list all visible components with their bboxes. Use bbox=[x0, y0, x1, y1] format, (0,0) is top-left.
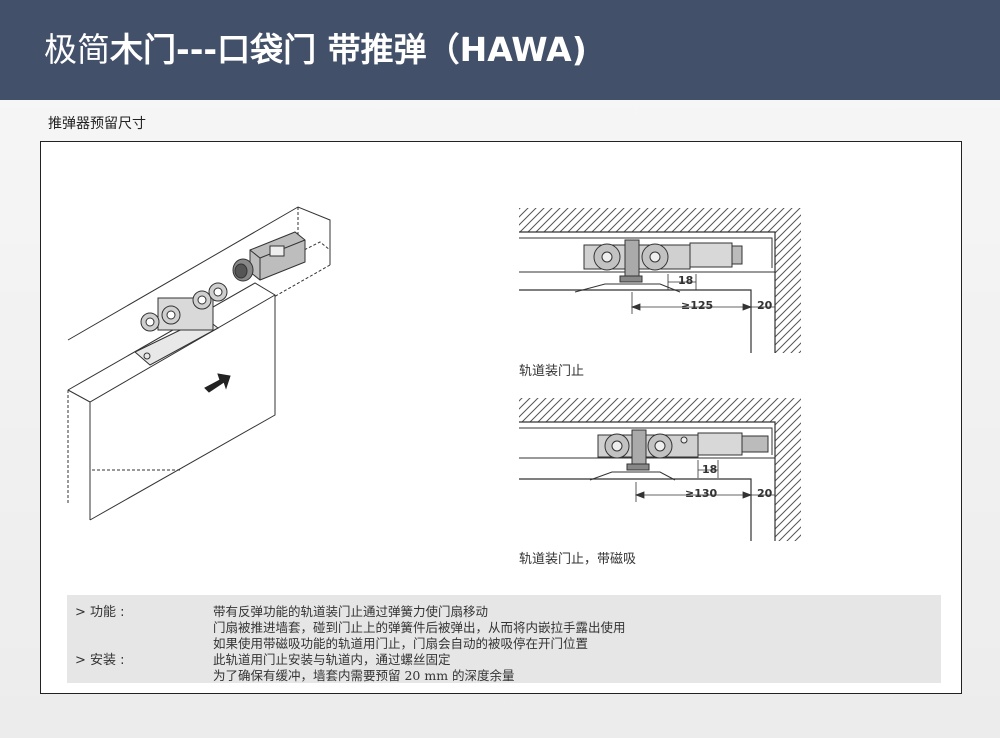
dim-label-bottom-wall: 20 bbox=[757, 487, 773, 500]
info-line-5: 为了确保有缓冲，墙套内需要预留 20 mm 的深度余量 bbox=[213, 668, 515, 683]
roller-assembly-top bbox=[574, 239, 743, 293]
dim-label-top-small: 18 bbox=[678, 274, 694, 287]
page-title-light: 极简 bbox=[44, 30, 110, 69]
section-diagram-top bbox=[519, 208, 801, 353]
install-label: > 安装 : bbox=[75, 653, 125, 668]
caption-top: 轨道装门止 bbox=[519, 364, 585, 379]
isometric-illustration bbox=[67, 206, 331, 521]
roller-carriage bbox=[134, 282, 228, 366]
info-line-2: 门扇被推进墙套，碰到门止上的弹簧件后被弹出，从而将内嵌拉手露出使用 bbox=[213, 620, 626, 635]
info-line-4: 此轨道用门止安装与轨道内，通过螺丝固定 bbox=[213, 652, 451, 667]
info-panel: > 功能 : > 安装 : 带有反弹功能的轨道装门止通过弹簧力使门扇移动 门扇被… bbox=[67, 595, 941, 683]
caption-bottom: 轨道装门止，带磁吸 bbox=[519, 552, 637, 567]
dimension-lines-bottom bbox=[634, 460, 776, 502]
dimension-lines-top bbox=[630, 274, 776, 314]
buffer-stop bbox=[232, 231, 306, 282]
direction-arrow bbox=[204, 373, 231, 393]
dim-label-bottom-small: 18 bbox=[702, 463, 718, 476]
dim-label-bottom-length: ≥130 bbox=[685, 487, 718, 500]
dim-label-top-wall: 20 bbox=[757, 299, 773, 312]
dim-label-top-length: ≥125 bbox=[681, 299, 714, 312]
page-title-bold: 木门---口袋门 带推弹（HAWA) bbox=[110, 30, 587, 69]
section-subtitle: 推弹器预留尺寸 bbox=[48, 116, 146, 132]
section-diagram-bottom bbox=[519, 398, 801, 541]
header-bar: 极简木门---口袋门 带推弹（HAWA) bbox=[0, 0, 1000, 100]
info-line-3: 如果使用带磁吸功能的轨道用门止，门扇会自动的被吸停在开门位置 bbox=[213, 636, 589, 651]
function-label: > 功能 : bbox=[75, 605, 125, 620]
info-line-1: 带有反弹功能的轨道装门止通过弹簧力使门扇移动 bbox=[213, 604, 489, 619]
page-title: 极简木门---口袋门 带推弹（HAWA) bbox=[44, 28, 587, 72]
roller-assembly-bottom bbox=[589, 429, 769, 481]
